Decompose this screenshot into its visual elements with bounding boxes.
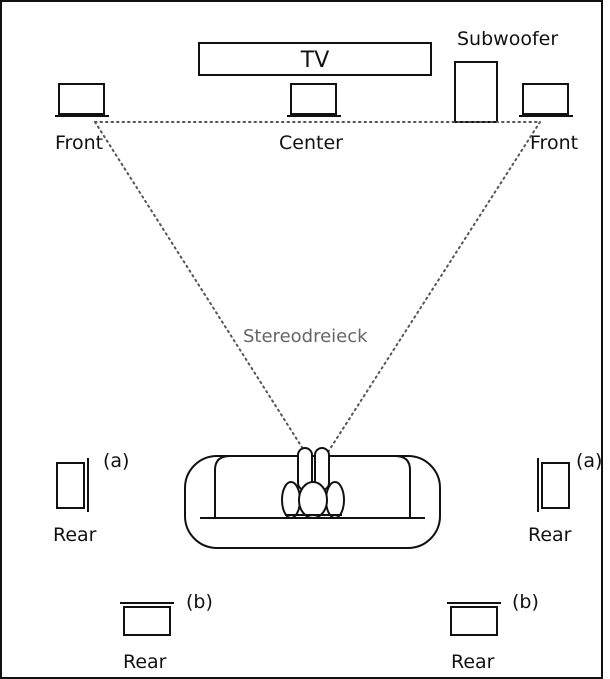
rear-right-a-speaker-icon bbox=[537, 458, 570, 512]
stereo-triangle-left-dotted bbox=[94, 121, 306, 453]
center-label: Center bbox=[279, 132, 343, 154]
front-left-speaker-icon bbox=[55, 83, 109, 117]
rear-left-b-label: Rear bbox=[123, 651, 167, 673]
rear-right-a-label: Rear bbox=[528, 524, 572, 546]
rear-left-a-marker: (a) bbox=[103, 450, 129, 472]
rear-right-b-marker: (b) bbox=[512, 591, 539, 613]
subwoofer-shape bbox=[454, 61, 498, 123]
rear-right-a-marker: (a) bbox=[576, 450, 602, 472]
rear-left-b-marker: (b) bbox=[186, 591, 213, 613]
rear-left-b-speaker-icon bbox=[120, 602, 174, 636]
rear-right-b-speaker-icon bbox=[447, 602, 501, 636]
front-left-label: Front bbox=[55, 132, 103, 154]
rear-left-a-speaker-icon bbox=[56, 458, 89, 512]
listener-icon bbox=[281, 447, 345, 519]
stereo-triangle-right-dotted bbox=[327, 121, 541, 453]
rear-right-b-label: Rear bbox=[451, 651, 495, 673]
stereo-triangle-label: Stereodreieck bbox=[243, 326, 368, 347]
center-speaker-icon bbox=[287, 83, 341, 117]
subwoofer-label: Subwoofer bbox=[457, 28, 558, 50]
rear-left-a-label: Rear bbox=[53, 524, 97, 546]
tv-shape bbox=[198, 42, 432, 76]
tv-label: TV bbox=[300, 48, 330, 73]
front-right-label: Front bbox=[530, 132, 578, 154]
front-right-speaker-icon bbox=[519, 83, 573, 117]
